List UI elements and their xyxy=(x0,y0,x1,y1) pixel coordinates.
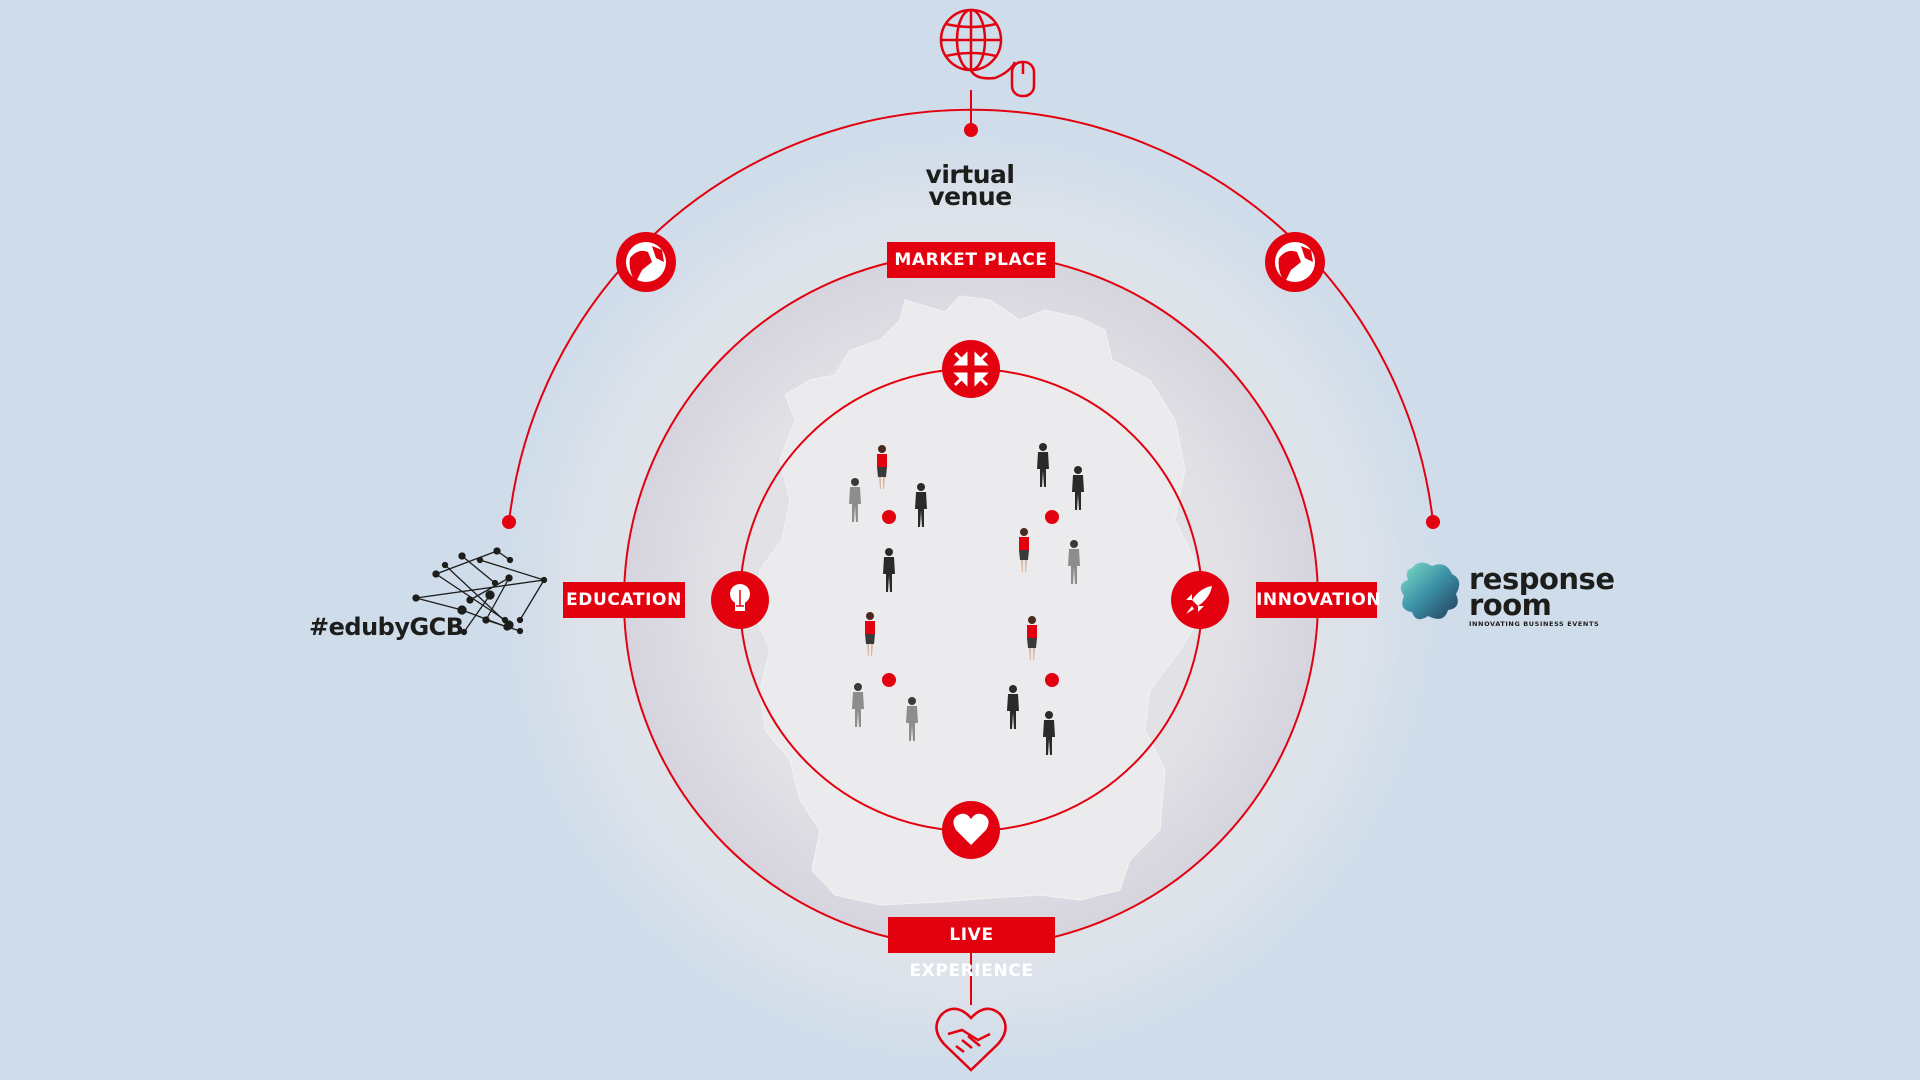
rocket-icon xyxy=(1171,571,1229,629)
heart-icon xyxy=(942,801,1000,859)
earth-icon-right xyxy=(1265,232,1325,292)
germany-map xyxy=(754,295,1206,906)
people-group-bottom-left xyxy=(852,612,918,741)
response-room-tagline: INNOVATING BUSINESS EVENTS xyxy=(1469,620,1600,628)
earth-icon-left xyxy=(616,232,676,292)
compress-arrows-icon xyxy=(942,340,1000,398)
people-group-top-left xyxy=(849,445,927,592)
virtual-venue-line1: virtual xyxy=(925,160,1015,189)
lightbulb-icon xyxy=(711,571,769,629)
globe-mouse-icon xyxy=(939,8,1036,98)
market-place-label: MARKET PLACE xyxy=(887,242,1055,278)
people-group-bottom-right xyxy=(1007,616,1059,755)
virtual-venue-line2: venue xyxy=(928,182,1012,211)
handshake-heart-icon xyxy=(935,1007,1007,1072)
education-label: EDUCATION xyxy=(563,582,685,618)
top-node xyxy=(964,123,978,137)
edubygcb-logo-text: #edubyGCB xyxy=(309,613,464,641)
innovation-label: INNOVATION xyxy=(1256,582,1381,618)
people-group-top-right xyxy=(1019,443,1084,584)
virtual-venue-logo: virtual venue xyxy=(900,160,1040,211)
response-room-line2: room xyxy=(1469,588,1552,622)
right-end-node xyxy=(1426,515,1440,529)
left-end-node xyxy=(502,515,516,529)
response-room-blob-icon xyxy=(1400,562,1460,620)
response-room-logo: response room INNOVATING BUSINESS EVENTS xyxy=(1469,562,1615,629)
response-room-line1: response xyxy=(1469,562,1615,596)
live-experience-label: LIVE EXPERIENCE xyxy=(888,917,1055,981)
network-graph-icon xyxy=(412,547,548,636)
